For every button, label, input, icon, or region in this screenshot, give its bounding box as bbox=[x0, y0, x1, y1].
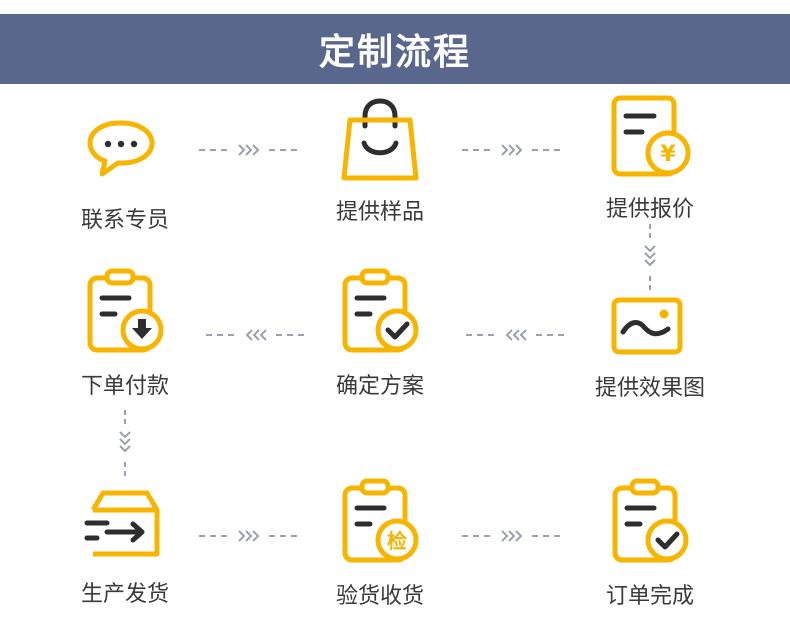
step-label: 下单付款 bbox=[80, 374, 169, 399]
step-contact-agent: 联系专员 bbox=[40, 118, 210, 234]
page-header: 定制流程 bbox=[0, 14, 790, 84]
image-icon bbox=[611, 297, 683, 355]
connector-arrow-left bbox=[206, 327, 306, 343]
connector-arrow-down bbox=[117, 410, 133, 480]
step-production-shipping: 生产发货 bbox=[40, 488, 210, 608]
dashed-arrow-down-icon bbox=[119, 410, 131, 480]
clipboard-inspect-icon: 检 bbox=[342, 478, 419, 563]
document-check-icon bbox=[612, 478, 689, 563]
shipping-box-icon bbox=[84, 490, 160, 557]
step-label: 提供报价 bbox=[605, 197, 694, 222]
clipboard-download-icon bbox=[87, 268, 164, 353]
step-provide-sample: 提供样品 bbox=[295, 98, 465, 226]
step-provide-rendering: 提供效果图 bbox=[565, 296, 735, 402]
connector-arrow-right bbox=[199, 528, 299, 544]
step-provide-quote: ¥ 提供报价 bbox=[565, 95, 735, 223]
step-order-payment: 下单付款 bbox=[40, 268, 210, 400]
connector-arrow-left bbox=[466, 327, 566, 343]
inspect-badge-text: 检 bbox=[387, 529, 407, 553]
step-inspect-receive: 检 验货收货 bbox=[295, 478, 465, 610]
step-order-complete: 订单完成 bbox=[565, 478, 735, 610]
connector-arrow-right bbox=[462, 142, 562, 158]
step-label: 生产发货 bbox=[80, 582, 169, 607]
step-label: 验货收货 bbox=[335, 584, 424, 609]
connector-arrow-down bbox=[642, 224, 658, 294]
dashed-arrow-right-icon bbox=[199, 144, 299, 156]
connector-arrow-right bbox=[462, 528, 562, 544]
step-label: 联系专员 bbox=[80, 208, 169, 233]
dashed-arrow-right-icon bbox=[462, 144, 562, 156]
chat-bubble-icon bbox=[87, 120, 155, 177]
dashed-arrow-down-icon bbox=[644, 224, 656, 294]
shopping-bag-icon bbox=[341, 98, 419, 181]
dashed-arrow-left-icon bbox=[466, 329, 566, 341]
clipboard-check-icon bbox=[342, 268, 419, 353]
step-confirm-plan: 确定方案 bbox=[295, 268, 465, 400]
dashed-arrow-right-icon bbox=[462, 530, 562, 542]
connector-arrow-right bbox=[199, 142, 299, 158]
step-label: 订单完成 bbox=[605, 584, 694, 609]
step-label: 提供效果图 bbox=[594, 376, 705, 401]
step-label: 确定方案 bbox=[335, 374, 424, 399]
yen-symbol: ¥ bbox=[660, 142, 676, 167]
dashed-arrow-right-icon bbox=[199, 530, 299, 542]
dashed-arrow-left-icon bbox=[206, 329, 306, 341]
quote-document-yen-icon: ¥ bbox=[611, 95, 691, 177]
step-label: 提供样品 bbox=[335, 200, 424, 225]
page-title: 定制流程 bbox=[318, 32, 471, 73]
